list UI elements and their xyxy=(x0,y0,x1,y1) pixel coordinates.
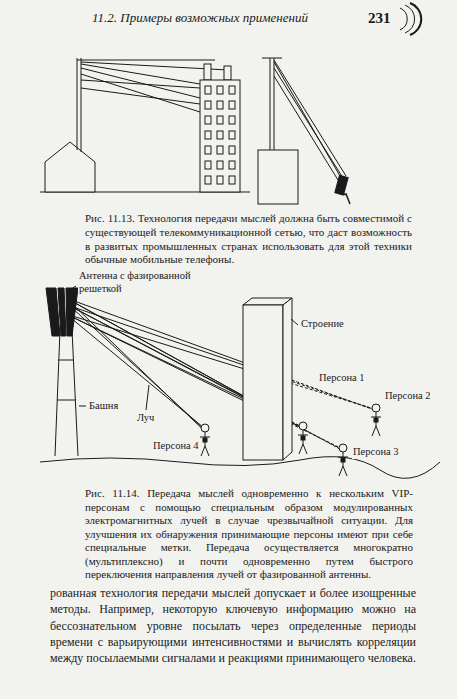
figure-caption: Рис. 11.14. Передача мыслей одновременно… xyxy=(85,487,413,582)
figure-caption: Рис. 11.13. Технология передачи мыслей д… xyxy=(85,212,412,267)
part-label: Антенна с фазированной решеткой xyxy=(78,270,202,295)
person-label: Персона 4 xyxy=(152,440,200,453)
part-label: Башня xyxy=(88,400,119,413)
page-number: 231 xyxy=(368,9,391,27)
mobile-scene xyxy=(258,58,350,204)
body-text: рованная технология передачи мыслей допу… xyxy=(50,585,416,667)
beam-scene xyxy=(40,286,440,478)
person-label: Персона 3 xyxy=(352,446,400,459)
person-label: Персона 1 xyxy=(318,372,366,385)
telecom-scene xyxy=(40,58,250,192)
part-label: Луч xyxy=(136,412,155,425)
running-header: 11.2. Примеры возможных применений xyxy=(92,10,308,26)
page-ornament xyxy=(400,3,421,35)
part-label: Строение xyxy=(300,318,345,331)
person-label: Персона 2 xyxy=(384,390,432,403)
